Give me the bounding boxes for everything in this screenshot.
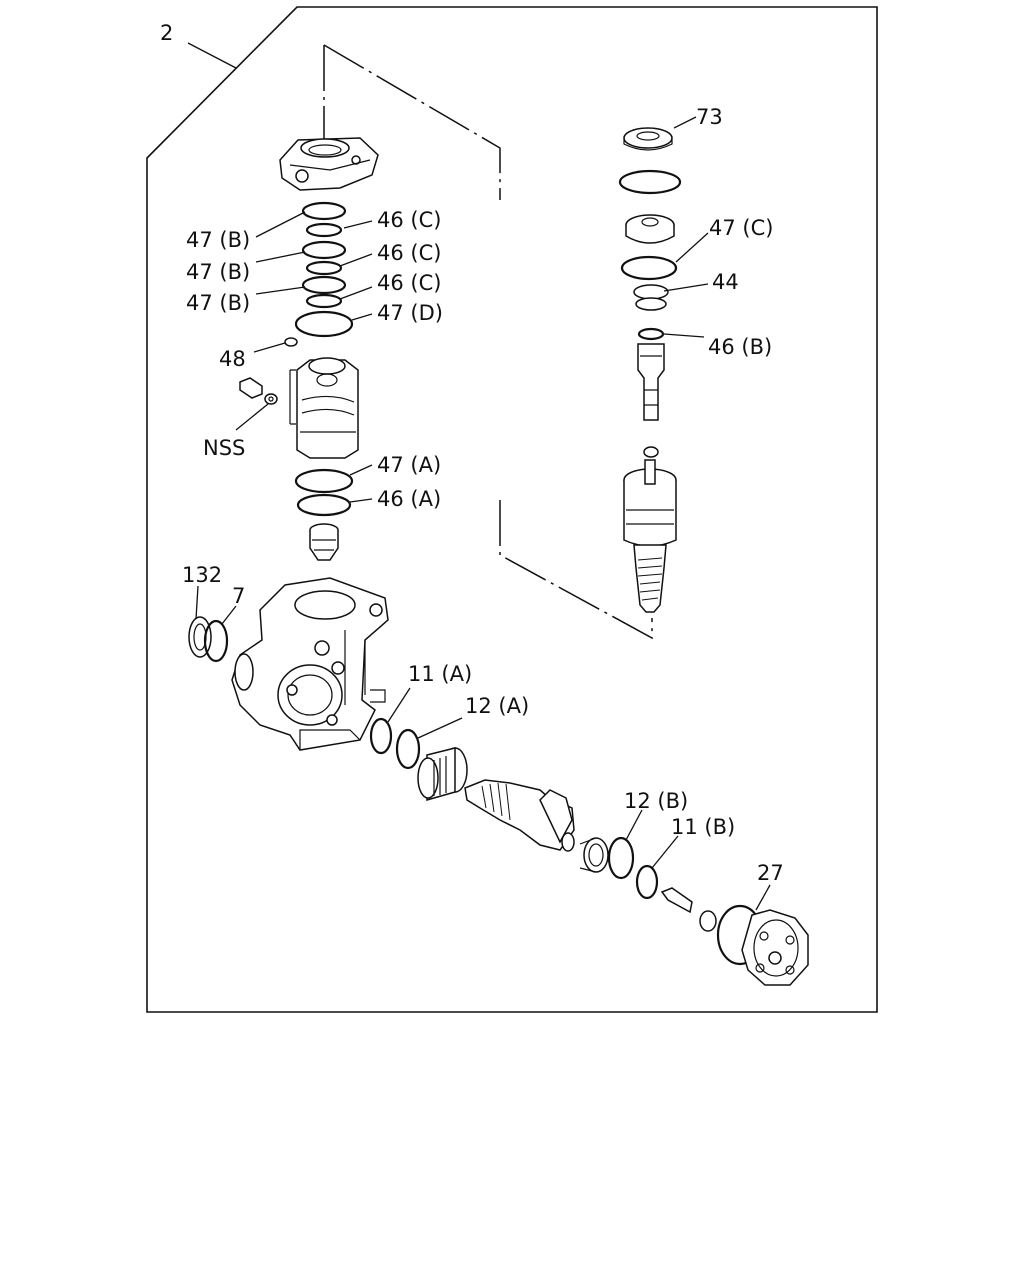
callout-47b-3[interactable]: 47 (B) (186, 291, 250, 315)
callout-44[interactable]: 44 (712, 270, 739, 294)
callout-73[interactable]: 73 (696, 105, 723, 129)
callout-47c-right[interactable]: 47 (C) (709, 216, 773, 240)
valve-nozzle-part (309, 523, 339, 561)
callout-46c-1[interactable]: 46 (C) (377, 208, 441, 232)
callout-nss[interactable]: NSS (203, 436, 245, 460)
callout-12b[interactable]: 12 (B) (624, 789, 688, 813)
dust-seal-73-part (623, 127, 673, 151)
callout-46c-2[interactable]: 46 (C) (377, 241, 441, 265)
seal-ring-stack (294, 201, 354, 338)
callout-11a[interactable]: 11 (A) (408, 662, 472, 686)
bolt-nss-part (239, 377, 278, 405)
assembly-ref-leader (187, 42, 237, 69)
ring-46b-part (637, 327, 665, 341)
callout-7[interactable]: 7 (232, 584, 245, 608)
seal-12a-part (395, 728, 421, 770)
callout-47d[interactable]: 47 (D) (377, 301, 443, 325)
snap-ring-part (618, 169, 682, 195)
snap-ring-11a-part (369, 717, 393, 755)
adjusting-screw-part (660, 887, 717, 932)
input-shaft-part (637, 343, 665, 458)
snap-ring-11b-part (635, 864, 659, 900)
o-ring-47c-part (620, 255, 678, 281)
needle-bearing-part (417, 747, 468, 801)
callout-12a[interactable]: 12 (A) (465, 694, 529, 718)
callout-47b-1[interactable]: 47 (B) (186, 228, 250, 252)
seal-12b-part (607, 836, 635, 880)
callout-132[interactable]: 132 (182, 563, 222, 587)
side-cover-part (741, 909, 809, 986)
leader-lines (195, 116, 771, 911)
callout-48[interactable]: 48 (219, 347, 246, 371)
washer-48-part (284, 337, 298, 347)
rotor-assembly-part (623, 459, 677, 613)
assembly-frame (146, 6, 878, 1013)
snap-ring-7-part (203, 619, 229, 663)
assembly-guide-line (323, 44, 653, 640)
sector-shaft-part (464, 779, 575, 852)
bearing-cap-part (625, 214, 675, 244)
bearing-race-part (579, 837, 609, 873)
callout-46a[interactable]: 46 (A) (377, 487, 441, 511)
lower-seal-rings (294, 468, 354, 517)
valve-body-part (289, 357, 359, 459)
bearing-44-part (633, 284, 669, 311)
top-cover-part (279, 137, 379, 191)
oil-seal-132-part (188, 616, 212, 658)
callout-46c-3[interactable]: 46 (C) (377, 271, 441, 295)
callout-11b[interactable]: 11 (B) (671, 815, 735, 839)
callout-47b-2[interactable]: 47 (B) (186, 260, 250, 284)
callout-46b[interactable]: 46 (B) (708, 335, 772, 359)
callout-47a[interactable]: 47 (A) (377, 453, 441, 477)
assembly-ref-label[interactable]: 2 (160, 21, 173, 45)
gear-housing-part (231, 577, 389, 751)
callout-27[interactable]: 27 (757, 861, 784, 885)
